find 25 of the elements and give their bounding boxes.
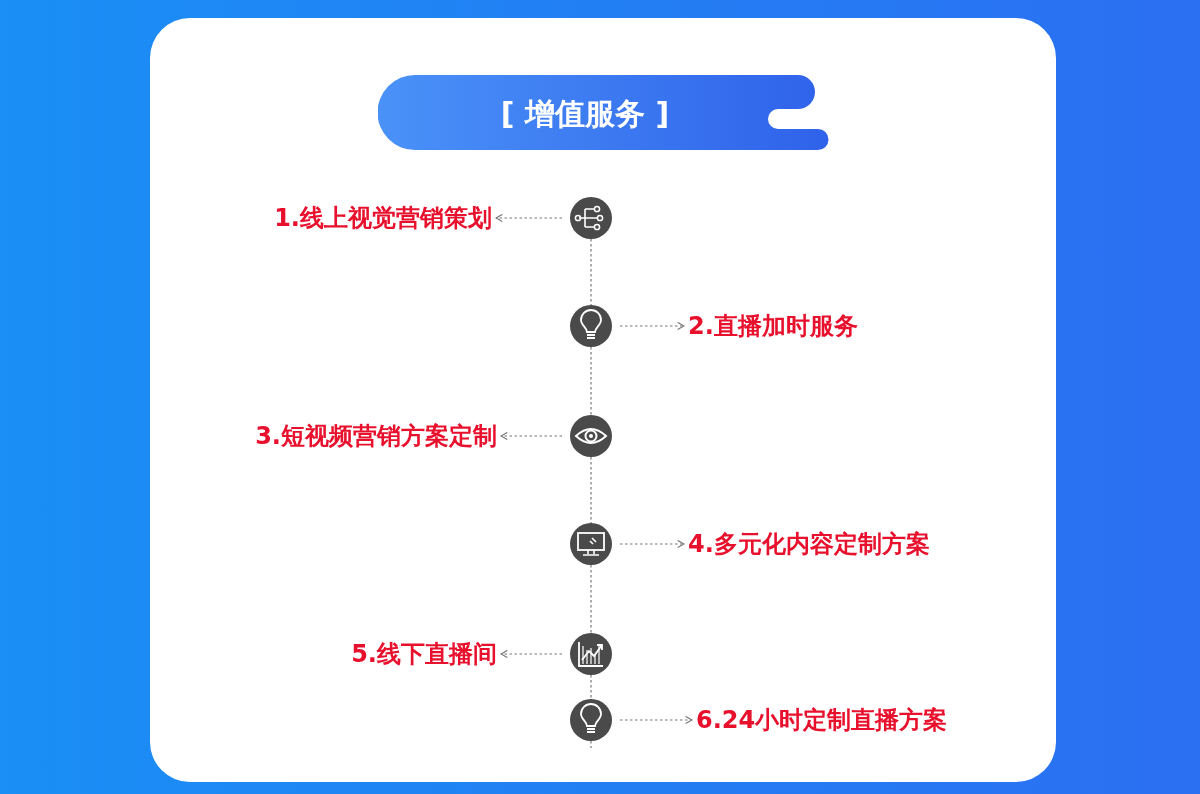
title: [ 增值服务 ]: [499, 95, 671, 133]
arrow: [619, 321, 685, 331]
arrow: [500, 649, 563, 659]
hierarchy-icon: [570, 197, 612, 239]
item-label: 3.短视频营销方案定制: [255, 420, 497, 452]
monitor-icon: [570, 523, 612, 565]
connector-line: [590, 456, 592, 524]
connector-line: [590, 564, 592, 634]
item-label: 6.24小时定制直播方案: [696, 704, 948, 736]
arrow: [495, 213, 563, 223]
connector-line: [590, 674, 592, 700]
lightbulb-icon: [570, 699, 612, 741]
lightbulb-icon: [570, 305, 612, 347]
item-label: 4.多元化内容定制方案: [688, 528, 930, 560]
connector-line: [590, 740, 592, 749]
chart-icon: [570, 633, 612, 675]
arrow: [619, 539, 685, 549]
item-label: 1.线上视觉营销策划: [274, 202, 492, 234]
connector-line: [590, 346, 592, 416]
item-label: 5.线下直播间: [351, 638, 497, 670]
eye-icon: [570, 415, 612, 457]
arrow: [619, 715, 693, 725]
arrow: [500, 431, 563, 441]
item-label: 2.直播加时服务: [688, 310, 858, 342]
connector-line: [590, 238, 592, 306]
